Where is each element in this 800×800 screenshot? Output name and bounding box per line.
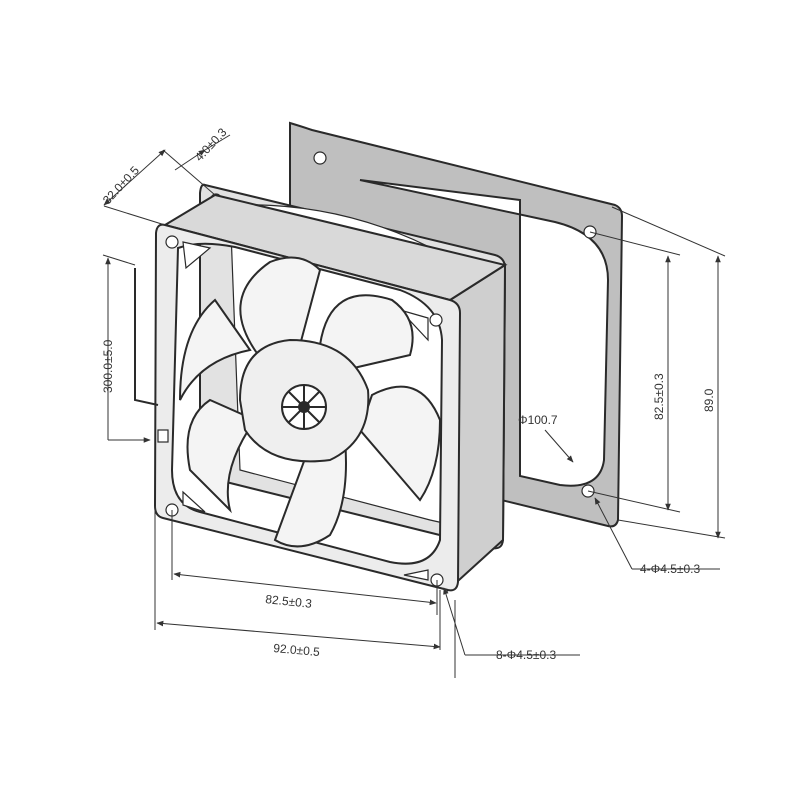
horizontal-hole-spacing-label: 82.5±0.3 bbox=[265, 592, 313, 611]
frame-holes-label: 8-Φ4.5±0.3 bbox=[496, 648, 557, 662]
frame-hole-top-left-icon bbox=[165, 235, 179, 249]
depth-label: 32.0±0.5 bbox=[100, 163, 142, 207]
frame-hole-top-right-icon bbox=[429, 313, 443, 327]
height-label: 89.0 bbox=[702, 388, 716, 412]
plate-hole-top-left-icon bbox=[313, 151, 327, 165]
cable bbox=[134, 268, 169, 443]
plate-holes-label: 4-Φ4.5±0.3 bbox=[640, 562, 701, 576]
cable-length-label: 300.0±5.0 bbox=[101, 339, 115, 393]
width-label: 92.0±0.5 bbox=[273, 641, 321, 659]
plate-diameter-label: Φ100.7 bbox=[518, 413, 558, 427]
dimension-lines bbox=[102, 134, 726, 678]
vertical-hole-spacing-label: 82.5±0.3 bbox=[652, 373, 666, 420]
gap-label: 4.0±0.3 bbox=[192, 125, 230, 164]
fan-impeller bbox=[179, 256, 442, 548]
front-frame bbox=[153, 193, 508, 593]
